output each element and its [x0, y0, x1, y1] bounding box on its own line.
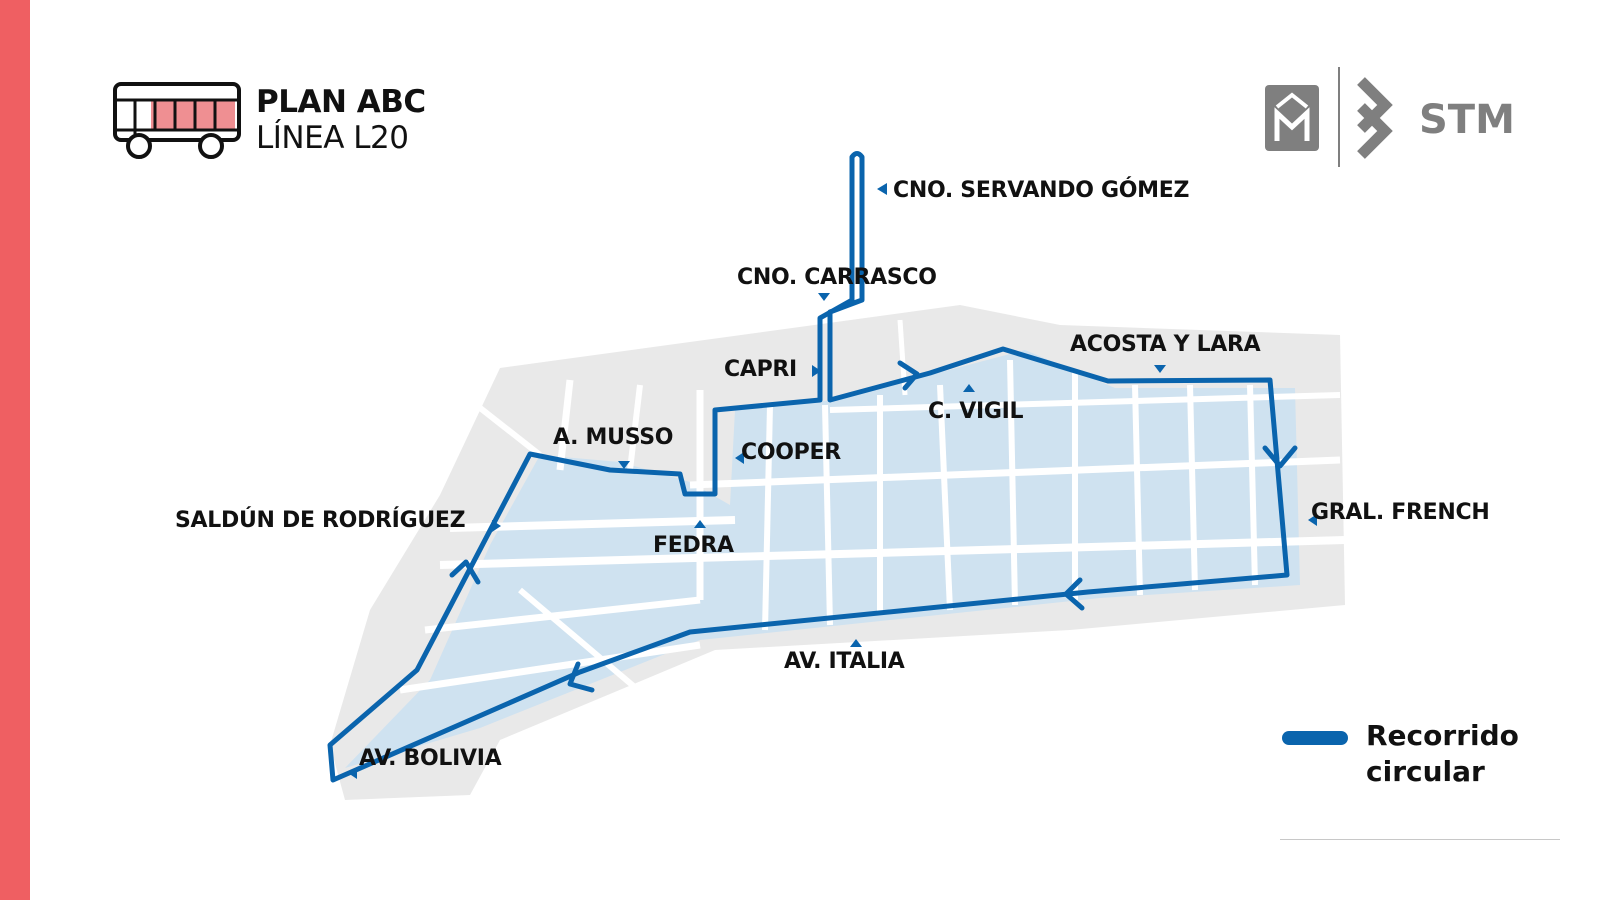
stop-markers	[348, 183, 1317, 779]
stop-marker-fedra-icon	[694, 520, 706, 528]
stop-label-c-vigil: C. VIGIL	[928, 399, 1024, 424]
direction-arrows	[449, 360, 1298, 693]
stop-marker-musso-icon	[618, 461, 630, 469]
stop-marker-french-icon	[1308, 514, 1317, 526]
stop-marker-italia-icon	[850, 639, 862, 647]
stop-marker-capri-icon	[812, 365, 821, 377]
bus-icon	[113, 82, 241, 159]
stop-marker-bolivia-icon	[348, 767, 357, 779]
footer-divider	[1280, 839, 1560, 840]
logos: STM	[1265, 67, 1515, 167]
montevideo-logo-icon	[1265, 85, 1319, 151]
arrow-west-icon	[1063, 577, 1085, 611]
stop-marker-cooper-icon	[735, 452, 744, 464]
stop-label-cno-servando-gomez: CNO. SERVANDO GÓMEZ	[893, 177, 1189, 203]
arrow-south-icon	[1262, 445, 1298, 469]
plan-title: PLAN ABC	[256, 84, 426, 120]
route-line	[327, 151, 1290, 783]
title-block: PLAN ABC LÍNEA L20	[256, 84, 426, 156]
stm-logo-icon	[1357, 77, 1393, 159]
stop-label-a-musso: A. MUSSO	[553, 425, 673, 450]
stop-marker-saldun-icon	[492, 520, 501, 532]
stm-wordmark: STM	[1419, 97, 1515, 143]
stop-label-acosta-y-lara: ACOSTA Y LARA	[1070, 332, 1261, 357]
arrow-north-icon	[449, 559, 481, 585]
stop-label-saldun-de-rodriguez: SALDÚN DE RODRÍGUEZ	[175, 507, 465, 533]
stop-marker-acosta-icon	[1154, 365, 1166, 373]
stop-label-cno-carrasco: CNO. CARRASCO	[737, 265, 937, 290]
stop-label-av-italia: AV. ITALIA	[784, 649, 905, 674]
accent-stripe	[0, 0, 30, 900]
line-title: LÍNEA L20	[256, 120, 409, 156]
stop-label-gral-french: GRAL. FRENCH	[1311, 500, 1489, 525]
stop-label-capri: CAPRI	[724, 357, 797, 382]
legend-route-swatch	[1282, 731, 1348, 745]
stop-label-cooper: COOPER	[741, 440, 841, 465]
stop-marker-carrasco-icon	[818, 293, 830, 301]
arrow-southwest-icon	[567, 661, 595, 693]
arrow-east-icon	[897, 360, 920, 391]
stop-label-av-bolivia: AV. BOLIVIA	[359, 746, 502, 771]
stop-label-fedra: FEDRA	[653, 533, 734, 558]
legend-label: Recorrido circular	[1366, 719, 1519, 788]
stop-marker-vigil-icon	[963, 384, 975, 392]
stop-marker-servando-gomez-icon	[877, 183, 887, 195]
